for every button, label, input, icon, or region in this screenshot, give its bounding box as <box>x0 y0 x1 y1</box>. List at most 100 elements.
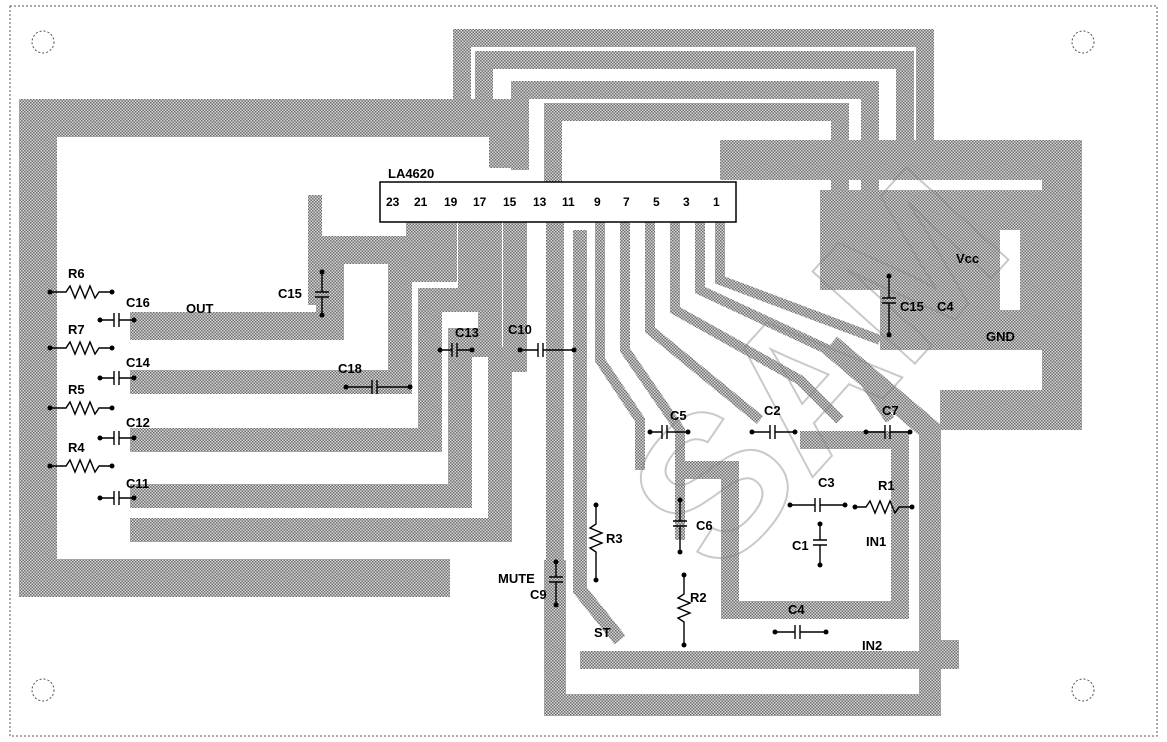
mounting-hole-bottom-right <box>1071 678 1095 702</box>
label-gnd: GND <box>986 329 1015 344</box>
pad <box>817 521 823 527</box>
label-c2: C2 <box>764 403 781 418</box>
pad <box>817 562 823 568</box>
label-c14: C14 <box>126 355 151 370</box>
pad <box>593 577 599 583</box>
label-r2: R2 <box>690 590 707 605</box>
capacitor-c5 <box>650 425 688 439</box>
pad <box>787 502 793 508</box>
pad <box>886 332 892 338</box>
pad <box>852 504 858 510</box>
pad <box>109 405 115 411</box>
ic-pin-17: 17 <box>473 195 487 209</box>
capacitor-c12 <box>100 431 134 445</box>
pad <box>319 269 325 275</box>
pad <box>772 629 778 635</box>
label-c4-bottom: C4 <box>788 602 805 617</box>
ic-pin-9: 9 <box>594 195 601 209</box>
capacitor-c7 <box>866 425 910 439</box>
ic-pin-23: 23 <box>386 195 400 209</box>
gnd-patch <box>820 230 1000 350</box>
pad <box>47 289 53 295</box>
ic-pin-5: 5 <box>653 195 660 209</box>
pad <box>47 405 53 411</box>
ic-pin-19: 19 <box>444 195 458 209</box>
pad <box>469 347 475 353</box>
pad <box>109 345 115 351</box>
capacitor-c2 <box>752 425 795 439</box>
pad <box>131 317 137 323</box>
label-c4-right: C4 <box>937 299 954 314</box>
label-c5: C5 <box>670 408 687 423</box>
label-in2: IN2 <box>862 638 882 653</box>
resistor-r3 <box>588 505 604 580</box>
resistor-r1 <box>855 499 912 515</box>
pad <box>109 463 115 469</box>
solder-pads <box>47 269 915 648</box>
fan-trace-4 <box>670 222 844 424</box>
pad <box>823 629 829 635</box>
label-c10: C10 <box>508 322 532 337</box>
label-c15-left: C15 <box>278 286 302 301</box>
ic-pin-7: 7 <box>623 195 630 209</box>
ic-body <box>379 181 737 223</box>
label-c7: C7 <box>882 403 899 418</box>
ic-pin-21: 21 <box>414 195 428 209</box>
label-c11: C11 <box>126 476 149 491</box>
capacitor-c9 <box>549 562 563 605</box>
pad <box>907 429 913 435</box>
mounting-holes <box>31 30 1095 702</box>
right-loop-bottom <box>580 640 959 669</box>
label-c15-right: C15 <box>900 299 924 314</box>
pad <box>109 289 115 295</box>
right-loop-inner <box>680 431 909 619</box>
out-trace-4 <box>130 222 502 508</box>
label-vcc: Vcc <box>956 251 979 266</box>
ic-la4620: LA4620 23 21 19 17 15 13 11 9 7 5 3 1 <box>379 166 737 223</box>
pad <box>685 429 691 435</box>
ground-frame-left <box>19 99 527 597</box>
pad <box>677 497 683 503</box>
ic-pin-15: 15 <box>503 195 517 209</box>
pad <box>97 375 103 381</box>
pad <box>553 559 559 565</box>
capacitors <box>100 272 910 639</box>
resistor-r2 <box>676 575 692 645</box>
out-trace-2 <box>130 222 457 394</box>
ic-pin-13: 13 <box>533 195 547 209</box>
capacitor-c6 <box>673 500 687 552</box>
pad <box>571 347 577 353</box>
copper-traces <box>19 29 1082 716</box>
pad <box>681 642 687 648</box>
label-in1: IN1 <box>866 534 886 549</box>
resistor-r4 <box>50 458 112 474</box>
pad <box>863 429 869 435</box>
component-labels: R6 R7 R5 R4 C16 C14 C12 C11 OUT C15 C13 … <box>68 251 1015 653</box>
label-mute: MUTE <box>498 571 535 586</box>
label-c1: C1 <box>792 538 809 553</box>
label-c3: C3 <box>818 475 835 490</box>
fan-trace-1 <box>595 222 645 470</box>
label-c9: C9 <box>530 587 547 602</box>
capacitor-c15-left <box>315 272 329 315</box>
label-r3: R3 <box>606 531 623 546</box>
pad <box>792 429 798 435</box>
label-c13: C13 <box>455 325 479 340</box>
pad <box>437 347 443 353</box>
label-c18: C18 <box>338 361 362 376</box>
pad <box>909 504 915 510</box>
label-r5: R5 <box>68 382 85 397</box>
label-r7: R7 <box>68 322 85 337</box>
pad <box>517 347 523 353</box>
fan-trace-2 <box>620 222 685 540</box>
ic-pin-1: 1 <box>713 195 720 209</box>
ic-pin-3: 3 <box>683 195 690 209</box>
fan-trace-3 <box>645 222 764 424</box>
pad <box>47 463 53 469</box>
pad <box>749 429 755 435</box>
out-trace-1 <box>130 222 434 340</box>
out-trace-5 <box>130 222 527 542</box>
label-r4: R4 <box>68 440 85 455</box>
st-trace <box>573 230 626 645</box>
